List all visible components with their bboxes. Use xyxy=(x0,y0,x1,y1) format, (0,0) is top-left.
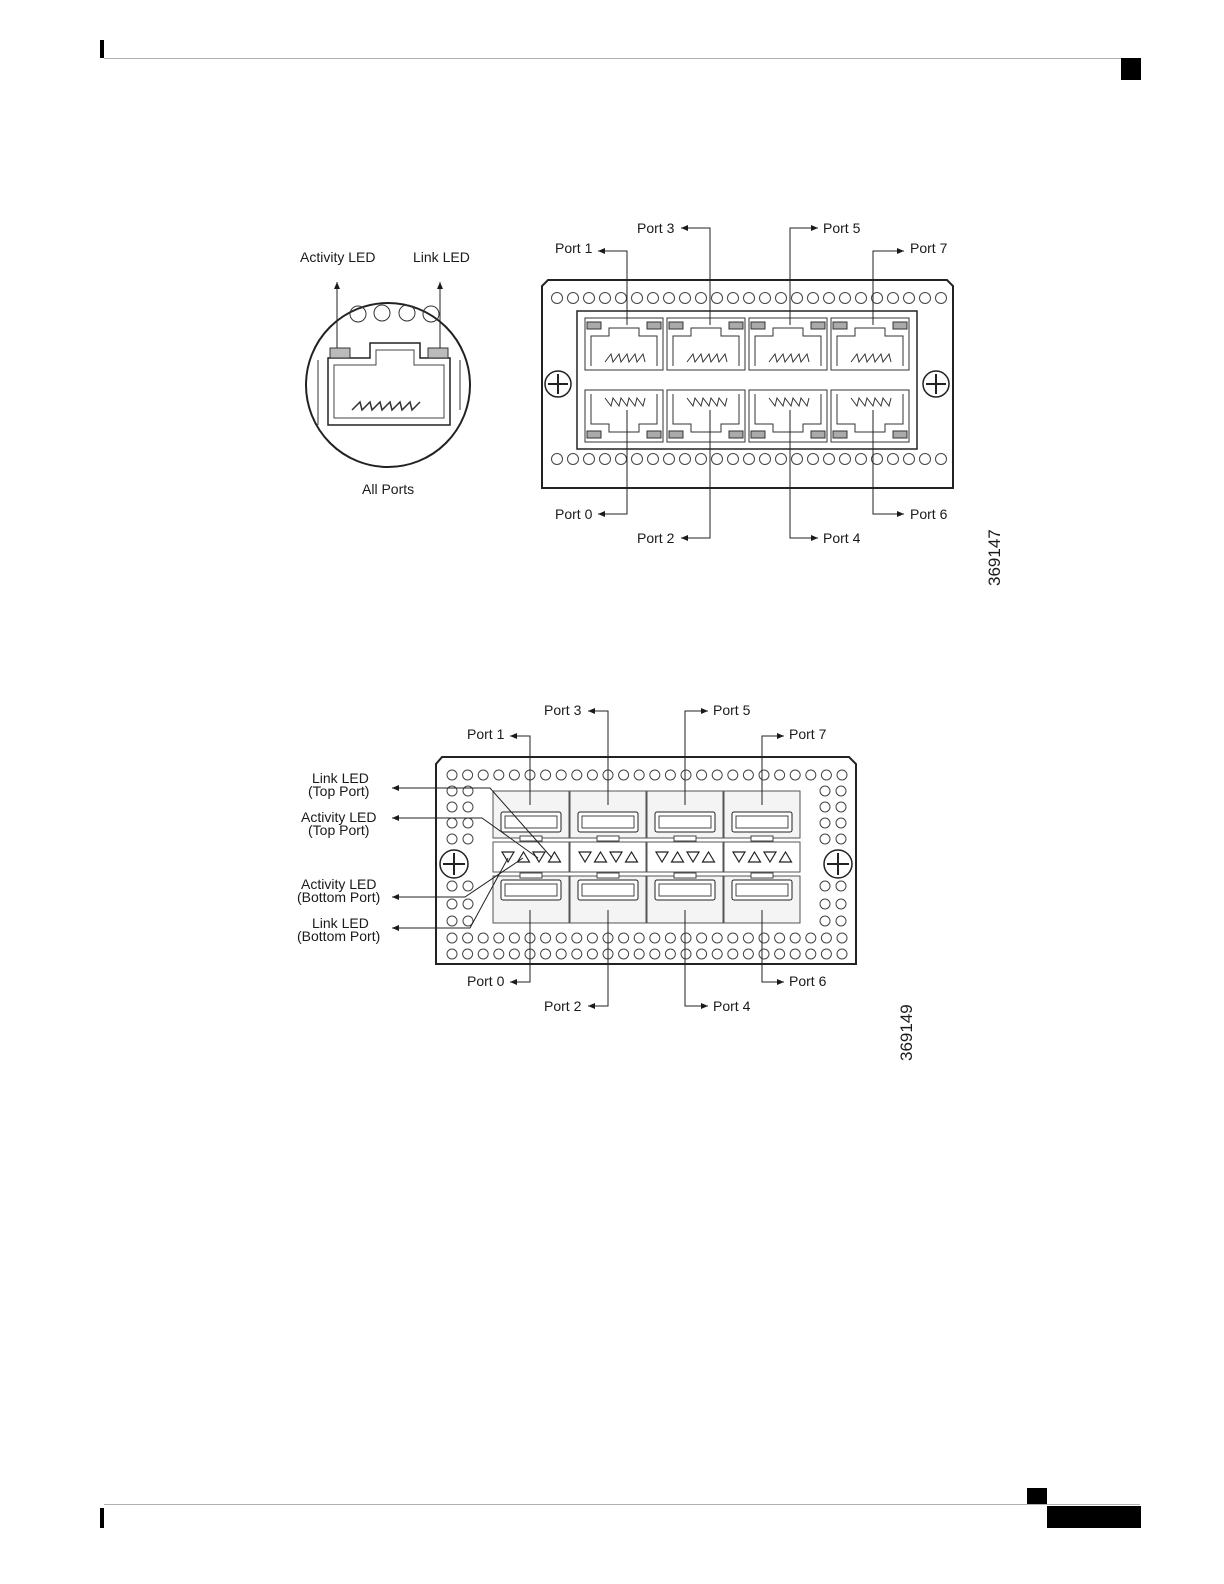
right-screw xyxy=(824,850,852,878)
led xyxy=(833,322,847,329)
label-port-3: Port 3 xyxy=(544,702,582,718)
led xyxy=(751,431,765,438)
footer-left-marker xyxy=(100,1508,104,1528)
label-port-4: Port 4 xyxy=(713,998,751,1014)
figure-id: 369147 xyxy=(985,529,1004,586)
led xyxy=(669,322,683,329)
right-screw xyxy=(923,371,949,397)
label-all-ports: All Ports xyxy=(362,481,414,497)
rj45-jack xyxy=(831,318,909,370)
label-port-7: Port 7 xyxy=(910,240,948,256)
left-screw xyxy=(440,850,468,878)
label-port-4: Port 4 xyxy=(823,530,861,546)
led xyxy=(669,431,683,438)
left-screw xyxy=(545,371,571,397)
label-port-0: Port 0 xyxy=(555,506,593,522)
label-port-2: Port 2 xyxy=(637,530,675,546)
label-activity-led: Activity LED xyxy=(300,249,375,265)
label-port-2: Port 2 xyxy=(544,998,582,1014)
label-port-6: Port 6 xyxy=(910,506,948,522)
label-port-1: Port 1 xyxy=(555,240,593,256)
footer-rule xyxy=(104,1504,1140,1505)
rj45-module-faceplate xyxy=(542,280,953,488)
label-activity-led-bottom-2: (Bottom Port) xyxy=(297,889,380,905)
rj45-jack xyxy=(831,390,909,442)
figure-sfp-port-leds: Link LED (Top Port) Activity LED (Top Po… xyxy=(0,620,1224,1100)
figure-rj45-port-leds: Activity LED Link LED All Ports Port 1 P… xyxy=(0,0,1224,620)
label-link-led-bottom-2: (Bottom Port) xyxy=(297,928,380,944)
label-port-7: Port 7 xyxy=(789,726,827,742)
label-port-1: Port 1 xyxy=(467,726,505,742)
label-activity-led-top-2: (Top Port) xyxy=(308,822,369,838)
label-port-5: Port 5 xyxy=(713,702,751,718)
sfp-module-faceplate xyxy=(436,757,856,964)
footer-page-tab xyxy=(1047,1506,1141,1528)
led xyxy=(587,431,601,438)
led xyxy=(893,322,907,329)
led xyxy=(729,322,743,329)
detail-link-led xyxy=(428,348,448,358)
rj45-jack xyxy=(585,390,663,442)
label-link-led-top-2: (Top Port) xyxy=(308,783,369,799)
led xyxy=(647,322,661,329)
figure-id: 369149 xyxy=(897,1004,916,1061)
led xyxy=(729,431,743,438)
led xyxy=(811,431,825,438)
led xyxy=(751,322,765,329)
rj45-jack xyxy=(667,390,745,442)
label-port-0: Port 0 xyxy=(467,973,505,989)
rj45-jack xyxy=(749,390,827,442)
label-link-led: Link LED xyxy=(413,249,470,265)
label-port-6: Port 6 xyxy=(789,973,827,989)
sfp-cage-pair xyxy=(724,791,800,923)
detail-zoom-circle xyxy=(306,282,470,467)
label-port-5: Port 5 xyxy=(823,220,861,236)
led xyxy=(833,431,847,438)
rj45-jack xyxy=(749,318,827,370)
sfp-cage-pair xyxy=(493,791,569,923)
led xyxy=(811,322,825,329)
led xyxy=(587,322,601,329)
sfp-cage-pair xyxy=(647,791,723,923)
label-port-3: Port 3 xyxy=(637,220,675,236)
led xyxy=(647,431,661,438)
sfp-cage-pair xyxy=(570,791,646,923)
rj45-jack xyxy=(667,318,745,370)
footer-small-tab xyxy=(1027,1488,1047,1504)
led xyxy=(893,431,907,438)
detail-activity-led xyxy=(330,348,350,358)
rj45-jack xyxy=(585,318,663,370)
